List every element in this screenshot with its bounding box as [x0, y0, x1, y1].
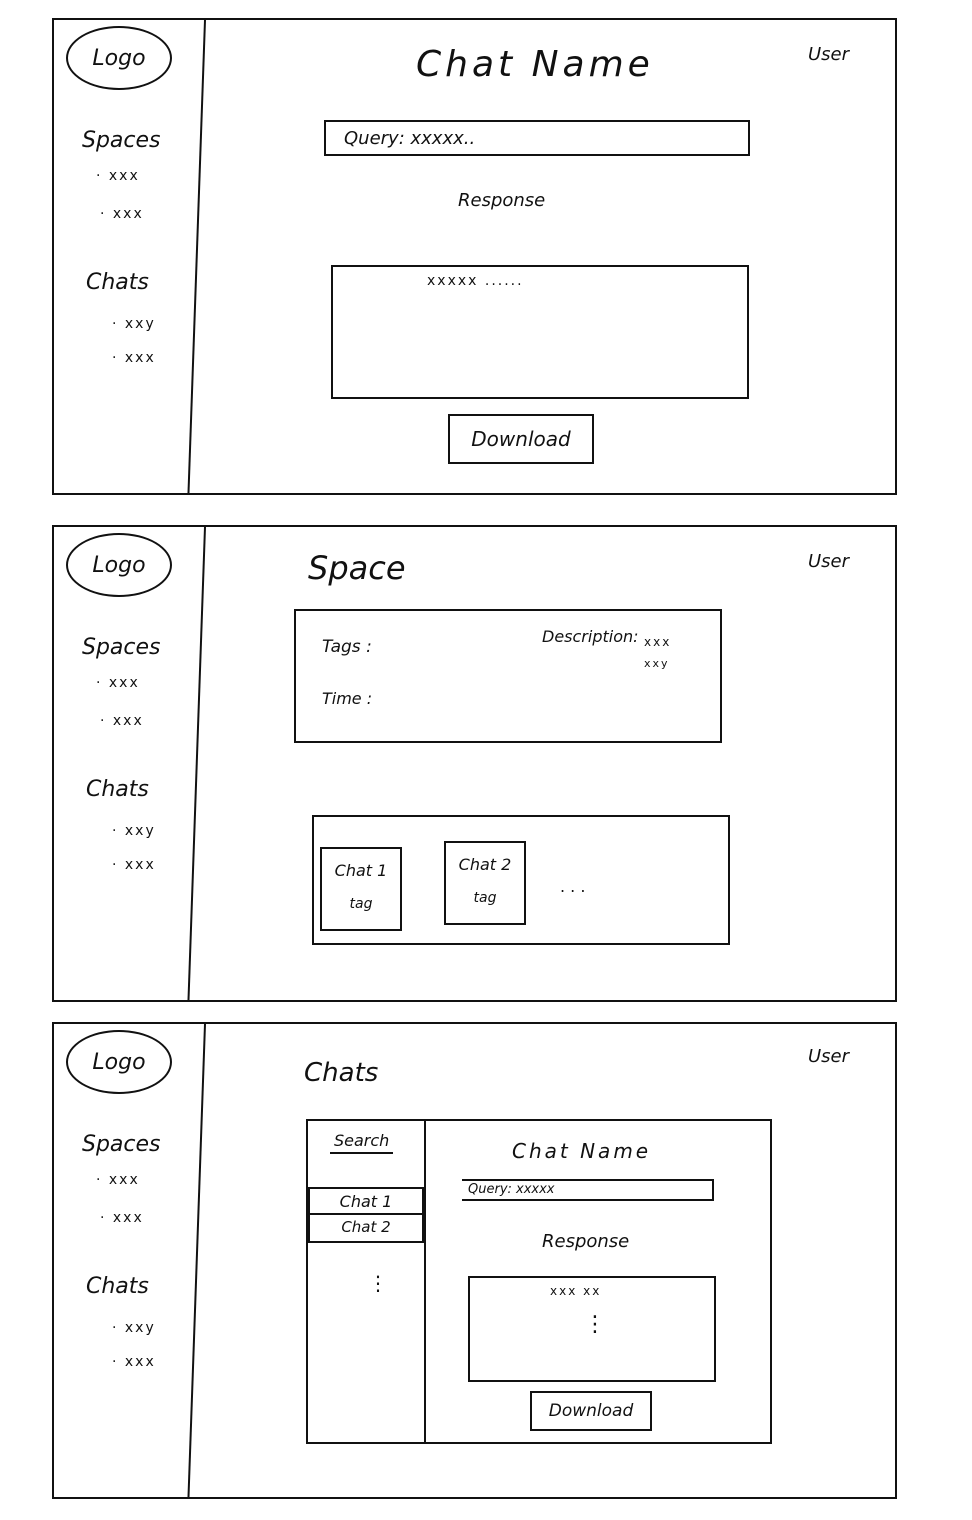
- wireframe-chat-page: Logo Spaces · xxx · xxx Chats · xxy · xx…: [52, 18, 897, 495]
- chat-list-item[interactable]: Chat 2: [308, 1213, 424, 1243]
- sidebar-space-item[interactable]: · xxx: [96, 1172, 140, 1188]
- sidebar-divider: [187, 1024, 206, 1497]
- time-label: Time :: [322, 689, 373, 708]
- sidebar-space-item[interactable]: · xxx: [100, 206, 144, 222]
- description-value: xxx: [644, 635, 672, 649]
- sidebar-chats-label: Chats: [86, 270, 149, 295]
- space-title: Space: [308, 549, 406, 587]
- tags-label: Tags :: [322, 637, 372, 657]
- search-input[interactable]: Search: [330, 1131, 394, 1154]
- chat-card-tag: tag: [473, 890, 497, 906]
- query-input[interactable]: Query: xxxxx..: [324, 120, 750, 156]
- sidebar-divider: [187, 20, 206, 493]
- logo[interactable]: Logo: [66, 533, 172, 597]
- response-box: xxx xx ⋮: [468, 1276, 716, 1382]
- query-text: Query: xxxxx: [468, 1182, 555, 1197]
- logo[interactable]: Logo: [66, 26, 172, 90]
- download-button[interactable]: Download: [530, 1391, 652, 1431]
- wireframe-space-page: Logo Spaces · xxx · xxx Chats · xxy · xx…: [52, 525, 897, 1002]
- chat-card-name: Chat 1: [334, 861, 388, 880]
- sidebar-chat-item[interactable]: · xxy: [112, 316, 156, 332]
- wireframe-chats-page: Logo Spaces · xxx · xxx Chats · xxy · xx…: [52, 1022, 897, 1499]
- chat-title: Chat Name: [416, 44, 654, 85]
- chat-list-item[interactable]: Chat 1: [308, 1187, 424, 1215]
- response-more: ⋮: [584, 1312, 606, 1337]
- chat-card-tag: tag: [349, 896, 373, 912]
- sidebar-spaces-label: Spaces: [82, 1132, 161, 1157]
- sidebar-space-item[interactable]: · xxx: [96, 675, 140, 691]
- sidebar-chat-item[interactable]: · xxx: [112, 1354, 156, 1370]
- chat-card[interactable]: Chat 1 tag: [320, 847, 402, 931]
- description-value: xxy: [644, 657, 670, 670]
- chat-list-more: ⋮: [368, 1271, 388, 1295]
- user-menu[interactable]: User: [808, 1046, 850, 1067]
- chat-title: Chat Name: [512, 1139, 652, 1163]
- sidebar-chats-label: Chats: [86, 1274, 149, 1299]
- chat-card-name: Chat 2: [458, 855, 512, 874]
- response-text: xxxxx ......: [427, 273, 524, 289]
- sidebar-chat-item[interactable]: · xxx: [112, 857, 156, 873]
- sidebar-space-item[interactable]: · xxx: [100, 1210, 144, 1226]
- sidebar-space-item[interactable]: · xxx: [96, 168, 140, 184]
- response-text: xxx xx: [550, 1284, 602, 1298]
- sidebar-spaces-label: Spaces: [82, 128, 161, 153]
- sidebar-chat-item[interactable]: · xxx: [112, 350, 156, 366]
- chat-card[interactable]: Chat 2 tag: [444, 841, 526, 925]
- space-info-box: Tags : Time : Description: xxx xxy: [294, 609, 722, 743]
- sidebar-spaces-label: Spaces: [82, 635, 161, 660]
- chat-list-column: Search Chat 1 Chat 2 ⋮: [306, 1119, 426, 1444]
- sidebar-chat-item[interactable]: · xxy: [112, 1320, 156, 1336]
- description-label: Description:: [542, 627, 639, 646]
- chats-panel: Search Chat 1 Chat 2 ⋮ Chat Name Query: …: [306, 1119, 772, 1444]
- sidebar-divider: [187, 527, 206, 1000]
- query-input[interactable]: Query: xxxxx: [462, 1179, 714, 1201]
- sidebar-space-item[interactable]: · xxx: [100, 713, 144, 729]
- space-chats-box: Chat 1 tag Chat 2 tag . . .: [312, 815, 730, 945]
- sidebar-chats-label: Chats: [86, 777, 149, 802]
- query-text: Query: xxxxx..: [344, 128, 476, 149]
- user-menu[interactable]: User: [808, 551, 850, 572]
- sidebar-chat-item[interactable]: · xxy: [112, 823, 156, 839]
- more-chats-ellipsis: . . .: [560, 877, 586, 896]
- response-box: xxxxx ......: [331, 265, 749, 399]
- response-label: Response: [458, 190, 546, 211]
- response-label: Response: [542, 1231, 630, 1252]
- logo[interactable]: Logo: [66, 1030, 172, 1094]
- chats-title: Chats: [304, 1058, 379, 1088]
- download-button[interactable]: Download: [448, 414, 594, 464]
- user-menu[interactable]: User: [808, 44, 850, 65]
